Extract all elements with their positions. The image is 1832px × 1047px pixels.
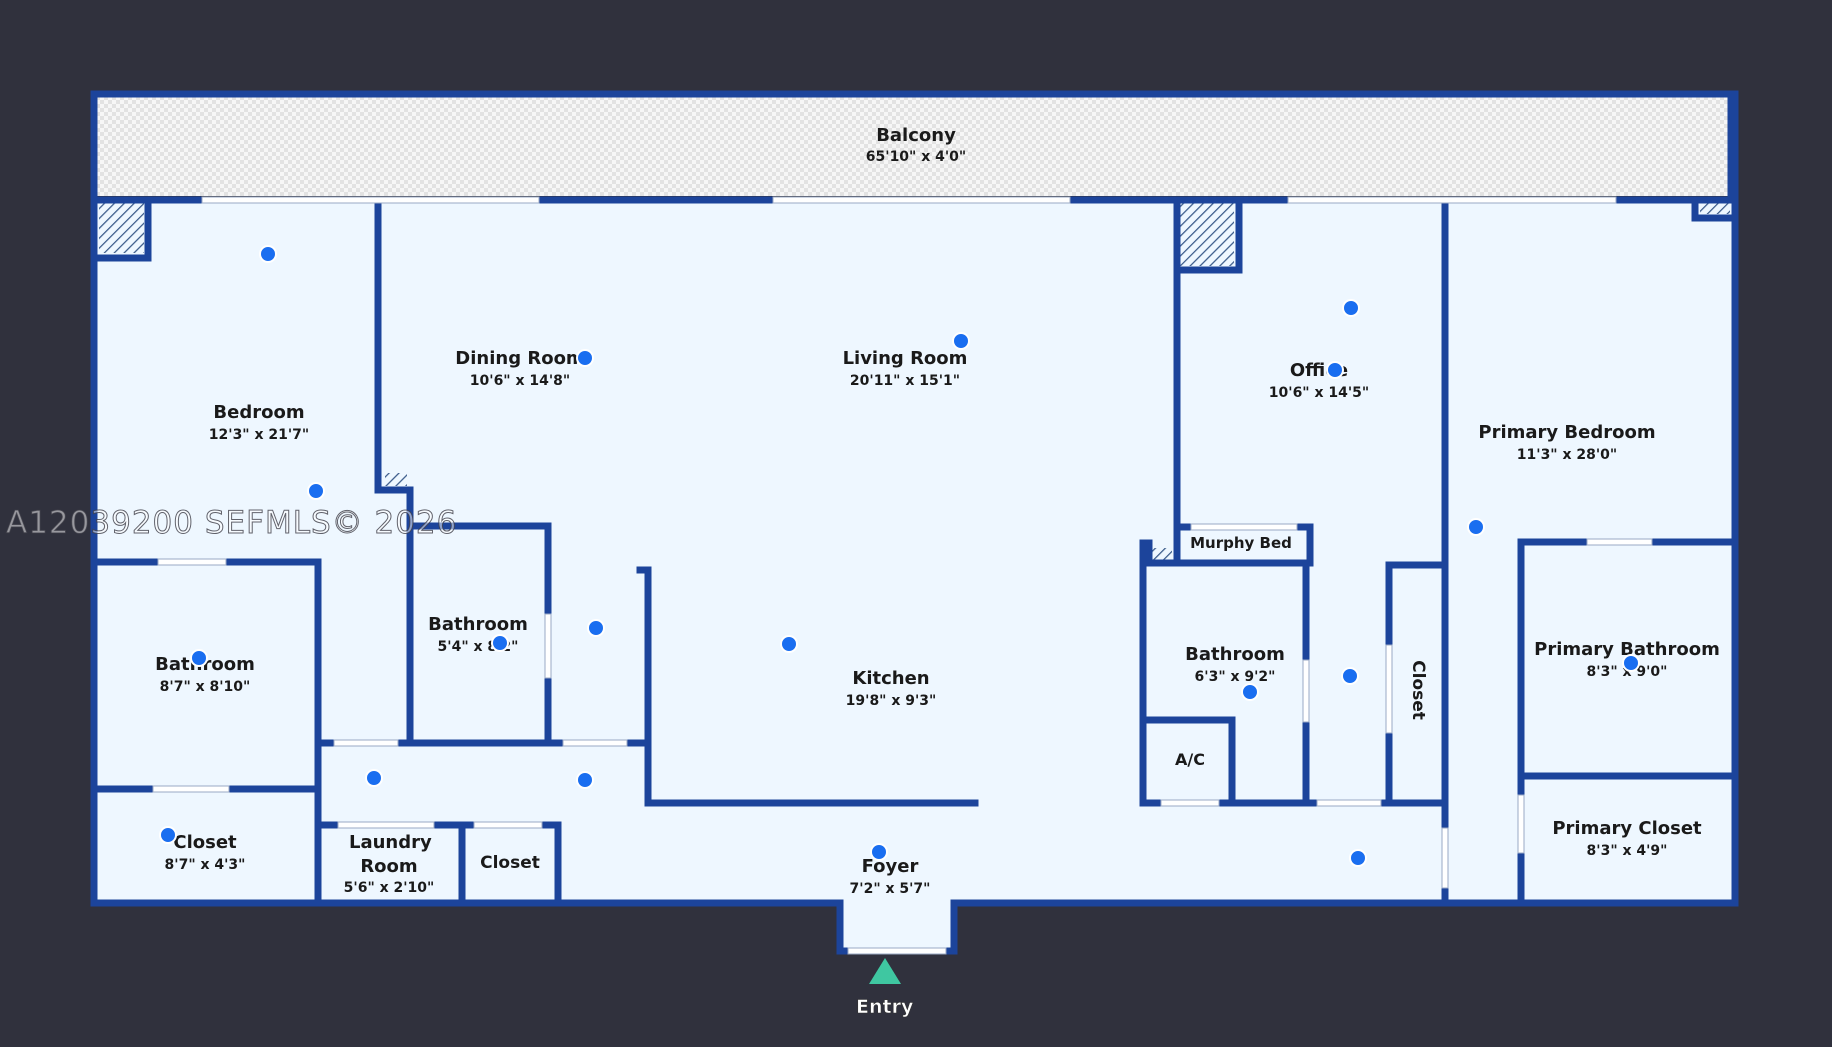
interior-floor bbox=[96, 200, 1733, 901]
room-dims: 10'6" x 14'5" bbox=[1269, 385, 1369, 401]
room-name: Primary Bathroom bbox=[1534, 639, 1720, 660]
watermark: A12039200 SEFMLS© 2026 bbox=[5, 505, 458, 542]
room-dims: 8'3" x 9'0" bbox=[1587, 664, 1668, 680]
room-name: Living Room bbox=[843, 348, 968, 369]
entry-label: Entry bbox=[856, 996, 914, 1019]
room-name: Murphy Bed bbox=[1190, 534, 1292, 552]
shaft-hatch bbox=[1700, 203, 1730, 214]
photo-marker[interactable] bbox=[491, 634, 509, 652]
room-dims: 20'11" x 15'1" bbox=[850, 373, 960, 389]
entry-arrow-icon[interactable] bbox=[869, 958, 901, 984]
room-dims: 7'2" x 5'7" bbox=[850, 881, 931, 897]
shaft-hatch bbox=[385, 473, 407, 486]
photo-marker[interactable] bbox=[1467, 518, 1485, 536]
room-dims: 8'7" x 4'3" bbox=[165, 857, 246, 873]
shaft-hatch bbox=[1148, 548, 1172, 561]
room-dims: 8'7" x 8'10" bbox=[160, 679, 251, 695]
room-dims: 12'3" x 21'7" bbox=[209, 427, 309, 443]
room-name: A/C bbox=[1175, 750, 1205, 769]
photo-marker[interactable] bbox=[587, 619, 605, 637]
room-name: Laundry Room bbox=[349, 832, 432, 877]
room-name: Closet bbox=[1408, 660, 1428, 720]
photo-marker[interactable] bbox=[952, 332, 970, 350]
room-dims: 8'3" x 4'9" bbox=[1587, 843, 1668, 859]
room-name: Bedroom bbox=[213, 402, 304, 423]
laundry-label-box: Laundry Room 5'6" x 2'10" bbox=[343, 832, 435, 896]
room-dims: 11'3" x 28'0" bbox=[1517, 447, 1617, 463]
room-name: Bathroom bbox=[428, 614, 528, 635]
photo-marker[interactable] bbox=[780, 635, 798, 653]
photo-marker[interactable] bbox=[1349, 849, 1367, 867]
room-name: Primary Closet bbox=[1552, 818, 1702, 839]
room-name: Kitchen bbox=[852, 668, 929, 689]
room-dims: 10'6" x 14'8" bbox=[470, 373, 570, 389]
photo-marker[interactable] bbox=[576, 771, 594, 789]
entry-vestibule-floor bbox=[840, 900, 954, 950]
photo-marker[interactable] bbox=[1341, 667, 1359, 685]
photo-marker[interactable] bbox=[1342, 299, 1360, 317]
photo-marker[interactable] bbox=[159, 826, 177, 844]
photo-marker[interactable] bbox=[259, 245, 277, 263]
room-name: Dining Room bbox=[455, 348, 584, 369]
photo-marker[interactable] bbox=[365, 769, 383, 787]
photo-marker[interactable] bbox=[307, 482, 325, 500]
room-dims: 19'8" x 9'3" bbox=[846, 693, 937, 709]
room-dims: 6'3" x 9'2" bbox=[1195, 669, 1276, 685]
shaft-hatch bbox=[1180, 203, 1234, 266]
room-name: Foyer bbox=[862, 856, 919, 877]
room-name: Closet bbox=[173, 832, 237, 853]
shaft-hatch bbox=[99, 203, 144, 253]
room-name: Closet bbox=[480, 853, 540, 873]
room-name: Balcony bbox=[876, 125, 956, 146]
photo-marker[interactable] bbox=[190, 649, 208, 667]
balcony-area bbox=[96, 92, 1733, 196]
window-openings bbox=[152, 196, 1653, 955]
photo-marker[interactable] bbox=[1326, 361, 1344, 379]
photo-marker[interactable] bbox=[1622, 654, 1640, 672]
photo-marker[interactable] bbox=[1241, 683, 1259, 701]
room-name: Primary Bedroom bbox=[1478, 422, 1655, 443]
photo-markers[interactable] bbox=[159, 245, 1640, 867]
photo-marker[interactable] bbox=[576, 349, 594, 367]
photo-marker[interactable] bbox=[870, 843, 888, 861]
room-name: Bathroom bbox=[1185, 644, 1285, 665]
room-dims: 65'10" x 4'0" bbox=[866, 149, 966, 165]
room-dims: 5'6" x 2'10" bbox=[343, 880, 435, 896]
